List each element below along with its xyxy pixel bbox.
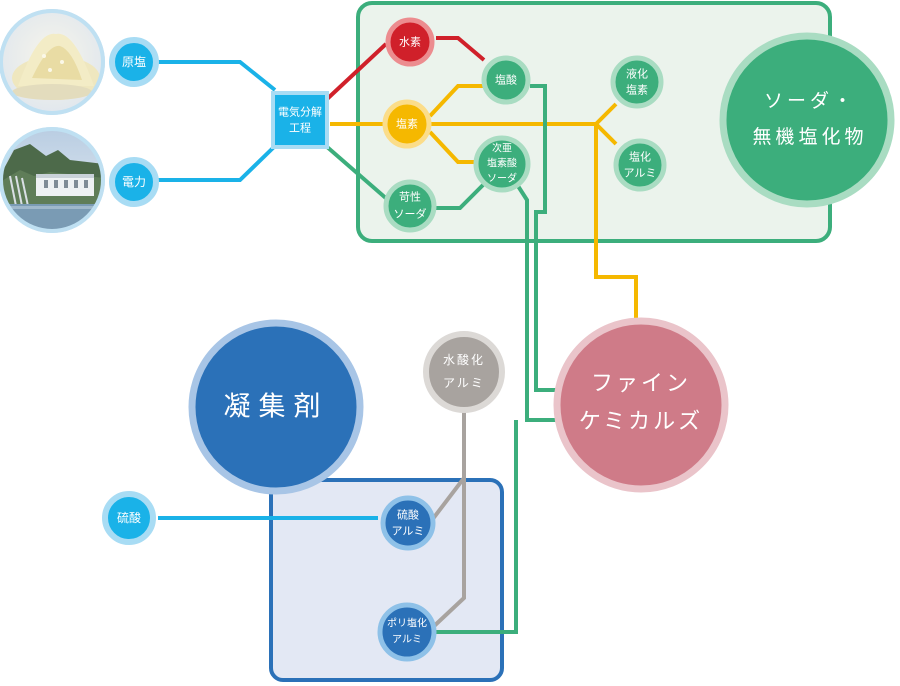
input-sulfuric-acid: 硫酸: [102, 491, 156, 545]
category-coagulant: 凝集剤: [188, 319, 364, 495]
chlorine-lines: [330, 84, 638, 326]
pac-label-line2: アルミ: [392, 635, 422, 646]
caustic-line: [324, 144, 390, 202]
caustic-label-line2: ソーダ: [394, 207, 427, 221]
salt-label: 原塩: [122, 54, 146, 69]
al-hydroxide-label-line2: アルミ: [443, 376, 485, 390]
liquid-cl-label-line1: 液化: [626, 67, 648, 81]
soda-category-line2: 無機塩化物: [752, 126, 867, 148]
hypo-label-line1: 次亜: [492, 142, 512, 155]
hypo-label-line3: ソーダ: [487, 172, 517, 185]
alcl-label-line1: 塩化: [629, 150, 651, 164]
hcl-to-fine-line: [530, 84, 570, 392]
node-liquid-chlorine: 液化 塩素: [610, 55, 664, 109]
category-fine-chemicals: ファイン ケミカルズ: [553, 317, 729, 493]
salt-photo: [0, 9, 105, 115]
liquid-cl-label-line2: 塩素: [626, 83, 648, 97]
hydrogen-to-hcl-line: [436, 36, 486, 62]
hydrogen-line: [324, 42, 388, 102]
hydrogen-lines: [324, 36, 486, 102]
hydrogen-label: 水素: [399, 36, 421, 49]
power-label: 電力: [122, 175, 146, 189]
power-line: [155, 144, 277, 182]
al-sulfate-label-line2: アルミ: [392, 525, 425, 538]
soda-lines: [324, 84, 570, 634]
chlorine-to-alcl-line: [594, 122, 618, 146]
soda-category-line1: ソーダ・: [764, 90, 856, 112]
power-plant-photo: [0, 127, 105, 233]
input-power: 電力: [109, 157, 159, 207]
chlorine-to-hcl-line: [428, 84, 484, 118]
al-sulfate-label-line1: 硫酸: [397, 508, 419, 522]
coagulant-label: 凝集剤: [224, 392, 329, 423]
caustic-label-line1: 苛性: [399, 190, 421, 204]
caustic-to-hypo-line: [436, 182, 486, 210]
node-sodium-hypochlorite: 次亜 塩素酸 ソーダ: [473, 135, 531, 193]
node-caustic-soda: 苛性 ソーダ: [383, 179, 437, 233]
al-hydroxide-lines: [430, 404, 466, 630]
electrolysis-label-line1: 電気分解: [278, 105, 322, 119]
al-hydroxide-to-pac-line: [430, 478, 466, 630]
fine-category-line2: ケミカルズ: [579, 410, 703, 435]
node-hydrochloric-acid: 塩酸: [481, 55, 531, 105]
sulfuric-acid-label: 硫酸: [117, 510, 141, 525]
electrolysis-process: 電気分解 工程: [271, 91, 329, 149]
input-lines: [155, 60, 378, 520]
fine-category-line1: ファイン: [591, 372, 691, 397]
input-salt: 原塩: [109, 37, 159, 87]
alcl-label-line2: アルミ: [624, 167, 657, 180]
hypo-label-line2: 塩素酸: [487, 157, 517, 170]
hcl-label: 塩酸: [495, 73, 517, 87]
electrolysis-label-line2: 工程: [289, 122, 311, 135]
fine-to-pac-line: [432, 420, 518, 634]
node-polyaluminium-chloride: ポリ塩化 アルミ: [377, 602, 437, 662]
chlorine-label: 塩素: [396, 117, 418, 131]
pac-label-line1: ポリ塩化: [387, 617, 427, 630]
al-hydroxide-label-line1: 水酸化: [443, 352, 485, 367]
node-aluminium-sulfate: 硫酸 アルミ: [380, 495, 436, 551]
node-hydrogen: 水素: [385, 17, 435, 67]
node-aluminium-chloride: 塩化 アルミ: [613, 138, 667, 192]
node-aluminium-hydroxide: 水酸化 アルミ: [423, 331, 505, 413]
chlorine-to-hypo-line: [428, 130, 478, 164]
chlorine-to-fine-line: [594, 124, 638, 326]
chlorine-to-liquid-line: [594, 102, 618, 126]
category-soda: ソーダ・ 無機塩化物: [719, 32, 895, 208]
node-chlorine: 塩素: [382, 99, 432, 149]
salt-line: [155, 60, 277, 92]
hypo-to-fine-line: [516, 184, 570, 422]
